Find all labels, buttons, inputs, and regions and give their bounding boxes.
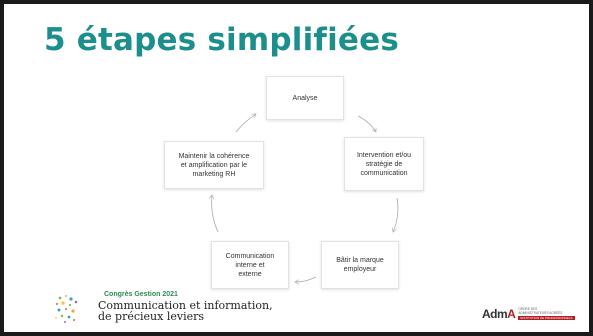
step-communication-line-1: Communication	[225, 252, 275, 260]
step-communication: Communication interne et externe	[211, 241, 289, 289]
step-intervention-line-2: stratégie de	[365, 160, 403, 168]
step-analyse: Analyse	[266, 76, 344, 120]
footer-subtitle: Communication et information, de précieu…	[98, 300, 273, 322]
adma-logo: AdmA ORDRE DES ADMINISTRATEURS AGRÉÉS IN…	[482, 307, 575, 321]
adma-tagline: ORDRE DES ADMINISTRATEURS AGRÉÉS INSTITU…	[518, 307, 575, 320]
step-batir-line-2: employeur	[343, 266, 377, 273]
step-analyse-label: Analyse	[292, 94, 318, 102]
arrow-batir-to-communication	[295, 276, 317, 282]
step-intervention: Intervention et/ou stratégie de communic…	[344, 137, 424, 191]
footer-event-name: Congrès Gestion 2021	[104, 291, 178, 298]
step-batir-line-1: Bâtir la marque	[336, 257, 384, 264]
step-communication-line-3: externe	[238, 270, 262, 278]
step-maintenir-line-3: marketing RH	[192, 170, 236, 178]
step-maintenir-line-2: et amplification par le	[180, 161, 248, 169]
arrow-analyse-to-intervention	[357, 115, 377, 132]
step-maintenir-line-1: Maintenir la cohérence	[178, 152, 250, 160]
step-intervention-line-3: communication	[360, 169, 408, 177]
adma-wordmark: AdmA	[482, 307, 516, 321]
cycle-arrows	[4, 4, 399, 332]
step-intervention-line-1: Intervention et/ou	[356, 151, 412, 159]
arrow-maintenir-to-analyse	[235, 114, 256, 133]
footer-subtitle-line-2: de précieux leviers	[98, 310, 205, 323]
step-communication-line-2: interne et	[235, 261, 265, 269]
arrow-intervention-to-batir	[393, 197, 399, 232]
adma-institution-bar: INSTITUTION DE PROFESSIONNELS	[518, 316, 575, 320]
congress-logo-icon	[55, 295, 78, 323]
footer-subtitle-line-1: Communication et information,	[98, 299, 273, 312]
arrow-communication-to-maintenir	[212, 195, 219, 233]
step-maintenir: Maintenir la cohérence et amplification …	[164, 141, 264, 189]
slide: 5 étapes simplifiées Analyse Interventio…	[4, 4, 589, 332]
step-batir: Bâtir la marque employeur	[321, 241, 399, 289]
slide-title: 5 étapes simplifiées	[44, 22, 400, 58]
